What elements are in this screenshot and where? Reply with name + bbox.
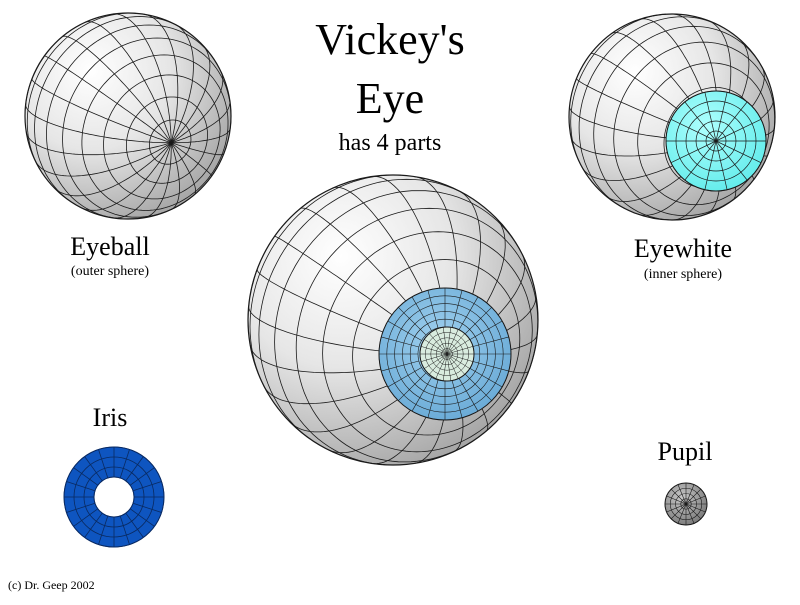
eyewhite-label: Eyewhite xyxy=(633,234,733,263)
title-line-1: Vickey's xyxy=(315,15,465,64)
eyeball-sublabel: (outer sphere) xyxy=(70,264,150,279)
assembled-eye xyxy=(247,174,539,466)
eyewhite-sphere xyxy=(568,13,776,221)
iris-label: Iris xyxy=(92,403,128,432)
pupil-disc xyxy=(664,482,708,526)
pupil-label: Pupil xyxy=(657,437,713,466)
eyeball-label: Eyeball xyxy=(70,232,150,261)
eyeball-sphere xyxy=(24,12,232,220)
iris-ring xyxy=(63,446,165,548)
title-line-2: Eye xyxy=(355,74,425,123)
copyright: (c) Dr. Geep 2002 xyxy=(8,578,95,592)
subtitle: has 4 parts xyxy=(338,130,442,156)
eyewhite-sublabel: (inner sphere) xyxy=(643,267,723,282)
